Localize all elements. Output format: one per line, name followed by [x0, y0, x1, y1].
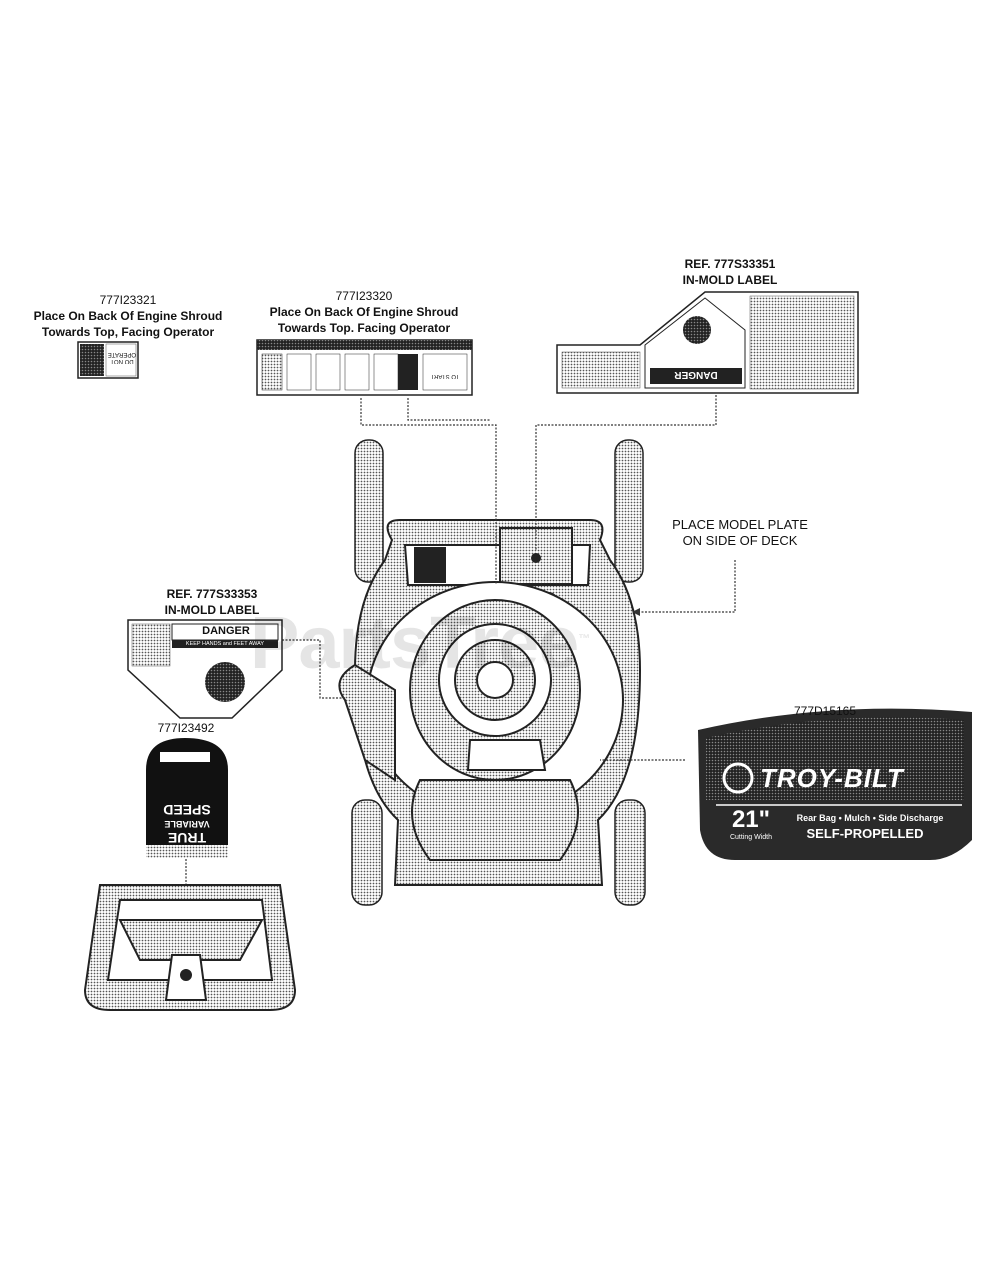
mower-deck — [338, 519, 642, 886]
danger-353-subtitle: KEEP HANDS and FEET AWAY — [185, 641, 265, 647]
caption-777i23321: 777I23321 Place On Back Of Engine Shroud… — [18, 292, 238, 340]
caption-model-plate: PLACE MODEL PLATE ON SIDE OF DECK — [640, 517, 840, 549]
leader-arrow — [632, 608, 640, 616]
front-left-wheel — [354, 439, 384, 583]
brand-name: TROY-BILT — [760, 763, 904, 793]
caption-777s33353: REF. 777S33353 IN-MOLD LABEL — [112, 586, 312, 618]
part-number: 777I23492 — [157, 721, 215, 735]
brand-size: 21" — [731, 806, 771, 833]
brand-drive: SELF-PROPELLED — [806, 826, 924, 841]
speed-line-2: VARIABLE — [164, 819, 210, 829]
partstree-watermark: PartsTree™ — [250, 601, 590, 684]
caption-777s33351: REF. 777S33351 IN-MOLD LABEL — [630, 256, 830, 288]
speed-777i23492-sticker — [146, 738, 228, 858]
caption-777d15165: 777D15165 — [770, 703, 880, 719]
danger-777s33351-sticker — [556, 291, 859, 394]
part-number: 777D15165 — [793, 704, 857, 718]
part-number: 777I23320 — [335, 289, 393, 303]
danger-351-text: DANGER — [674, 369, 718, 380]
decal-321-text: DO NOT OPERATE — [108, 350, 136, 364]
brand-features: Rear Bag • Mulch • Side Discharge — [796, 813, 944, 823]
danger-777s33353-sticker — [127, 619, 283, 719]
ref-number: REF. 777S33353 — [166, 587, 258, 601]
model-plate-line-1: PLACE MODEL PLATE — [672, 517, 808, 532]
rear-left-wheel — [351, 799, 383, 906]
caption-777i23320: 777I23320 Place On Back Of Engine Shroud… — [244, 288, 484, 336]
speed-line-3: SPEED — [163, 802, 211, 818]
front-right-wheel — [614, 439, 644, 583]
brand-777d15165-panel — [698, 708, 972, 860]
placement-line-2: Towards Top. Facing Operator — [277, 321, 451, 335]
brand-size-note: Cutting Width — [729, 834, 773, 841]
decal-321-text-1: DO NOT — [110, 358, 134, 364]
part-number: 777I23321 — [99, 293, 157, 307]
decal-321-text-2: OPERATE — [107, 351, 136, 357]
label-type: IN-MOLD LABEL — [164, 603, 260, 617]
speed-line-1: TRUE — [167, 830, 207, 846]
decal-777i23321-sticker — [77, 341, 139, 379]
placement-line-1: Place On Back Of Engine Shroud — [269, 305, 459, 319]
decal-777i23320-sticker — [256, 339, 473, 396]
ref-number: REF. 777S33351 — [684, 257, 776, 271]
speed-492-text: TRUE VARIABLE SPEED — [146, 775, 228, 846]
decal-320-text: TO START — [430, 373, 460, 379]
placement-line-1: Place On Back Of Engine Shroud — [33, 309, 223, 323]
danger-353-title: DANGER — [202, 625, 250, 637]
rear-right-wheel — [614, 799, 646, 906]
model-plate-line-2: ON SIDE OF DECK — [682, 533, 798, 548]
grass-bag-handle — [83, 884, 297, 1011]
mower-wheels — [351, 439, 646, 906]
label-type: IN-MOLD LABEL — [682, 273, 778, 287]
placement-line-2: Towards Top, Facing Operator — [41, 325, 215, 339]
caption-777i23492: 777I23492 — [136, 720, 236, 736]
